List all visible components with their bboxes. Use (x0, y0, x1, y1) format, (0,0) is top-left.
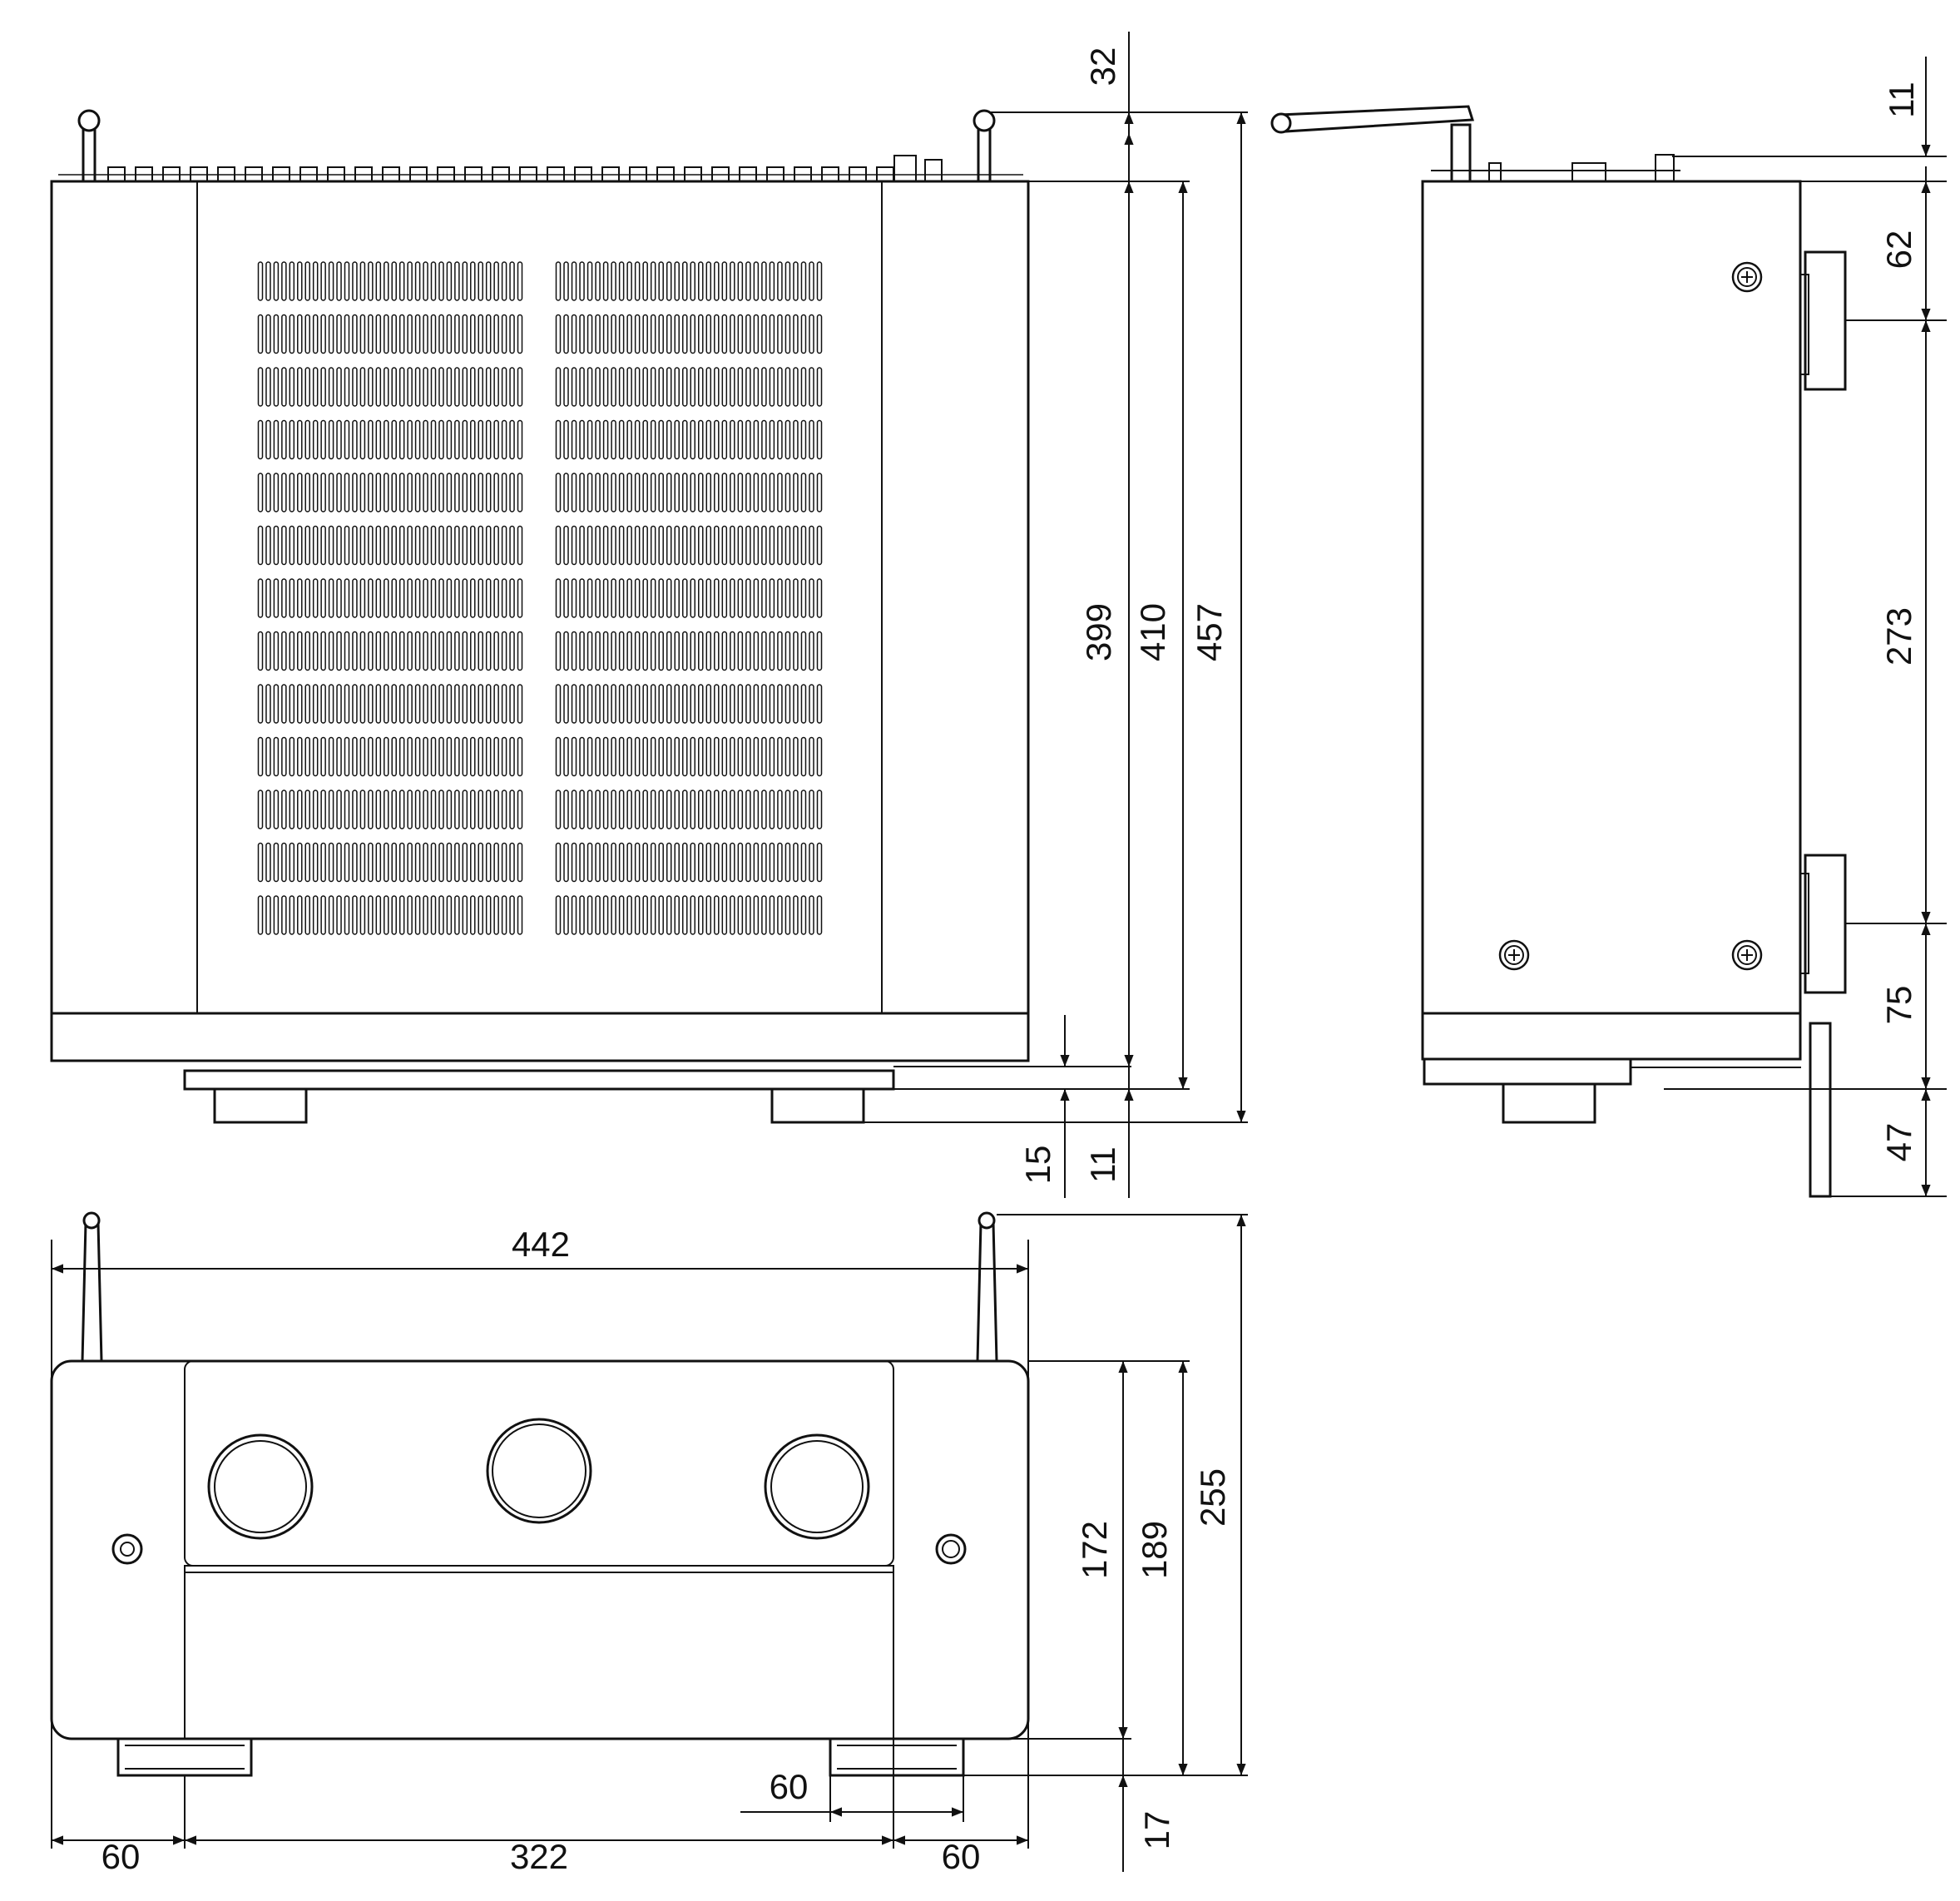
side-view (1270, 105, 1847, 1198)
antenna-right-icon (973, 109, 996, 185)
dim-body-height: 172 (1075, 1521, 1114, 1579)
chassis-front (50, 1359, 1030, 1740)
dim-foot-width: 60 (770, 1767, 809, 1806)
phones-jack-icon (935, 1533, 967, 1565)
side-view-dimensions: 11 62 273 75 47 (1664, 57, 1947, 1197)
dim-terminal-height: 11 (1882, 82, 1921, 118)
dim-depth-body: 399 (1079, 603, 1118, 661)
knob-right-icon (764, 1433, 870, 1540)
front-panel-edge (50, 1012, 1030, 1062)
dim-overall-width: 442 (512, 1225, 570, 1264)
screw-icons (1498, 261, 1763, 971)
foot-rear-side (1804, 250, 1847, 391)
foot-front-right (829, 1737, 965, 1777)
foot-front-left (116, 1737, 253, 1777)
dim-antenna-top: 32 (1083, 47, 1122, 87)
dim-overall-height: 255 (1193, 1468, 1232, 1527)
knob-center-icon (486, 1418, 592, 1524)
top-view-dimensions: 32 399 410 457 15 11 (864, 32, 1248, 1198)
dim-foot-height: 17 (1137, 1811, 1176, 1850)
power-button-icon (111, 1533, 143, 1565)
dim-knob-projection: 11 (1083, 1146, 1122, 1183)
dim-front-knob-depth: 47 (1879, 1123, 1918, 1162)
rear-terminals (58, 155, 1023, 182)
antenna-front-right-icon (976, 1211, 998, 1363)
dim-front-projection: 15 (1018, 1146, 1057, 1185)
knob-profile-side (1809, 1022, 1832, 1198)
foot-front-side (1804, 854, 1847, 994)
chassis-side (1421, 180, 1802, 1015)
lower-door (184, 1565, 894, 1740)
knob-left-top (213, 1087, 308, 1124)
dim-foot-offset-right: 60 (942, 1837, 981, 1876)
knob-right-top (770, 1087, 865, 1124)
knob-left-icon (207, 1433, 314, 1540)
dim-depth-knobs: 410 (1133, 603, 1172, 661)
dim-depth-overall: 457 (1190, 603, 1229, 661)
antenna-left-icon (77, 109, 101, 185)
dim-foot-offset-left: 60 (101, 1837, 141, 1876)
dim-foot-front-offset: 75 (1879, 986, 1918, 1025)
ventilation-slots (257, 261, 823, 935)
top-view (50, 109, 1030, 1124)
dim-foot-spacing-side: 273 (1879, 607, 1918, 666)
antenna-front-left-icon (81, 1211, 103, 1363)
antenna-folded-icon (1270, 105, 1475, 183)
dim-height-with-feet: 189 (1135, 1521, 1174, 1579)
foot-side (1502, 1082, 1596, 1124)
front-view-dimensions: 442 172 189 255 17 60 60 322 60 (51, 1214, 1248, 1876)
dim-foot-rear-offset: 62 (1879, 230, 1918, 270)
front-view (50, 1211, 1030, 1777)
dim-foot-spacing: 322 (510, 1837, 568, 1876)
